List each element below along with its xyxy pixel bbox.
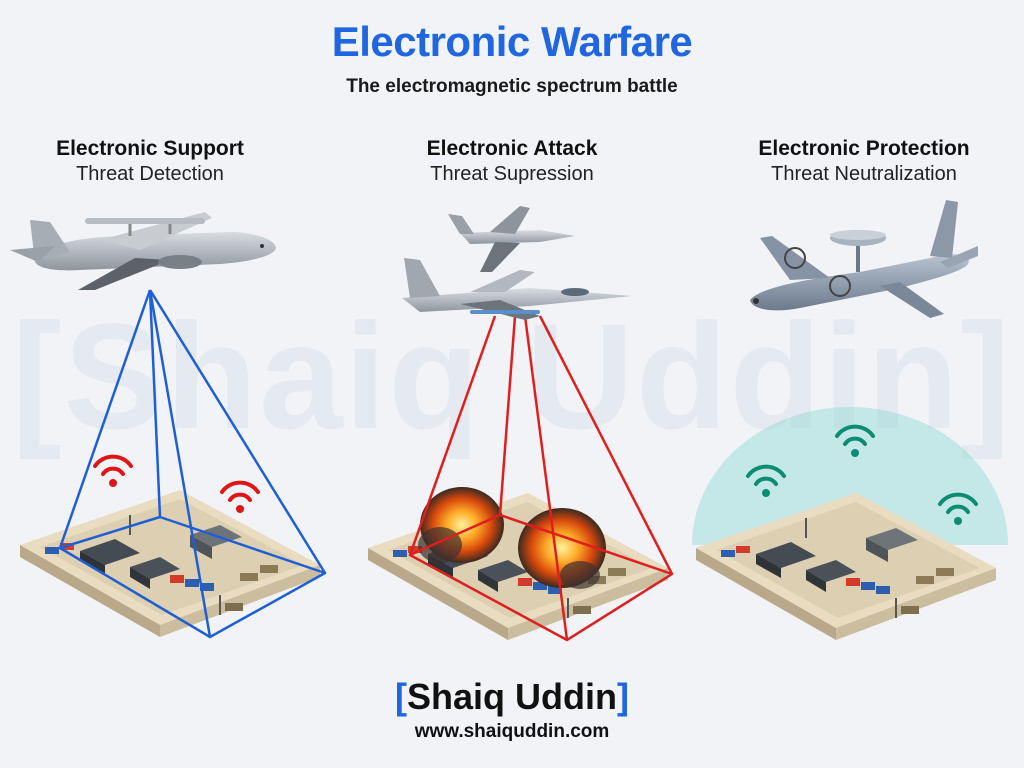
protection-signal-icon-2 — [746, 464, 786, 497]
column-support-header: Electronic Support Threat Detection — [0, 137, 300, 186]
column-protection-heading: Electronic Protection — [758, 137, 970, 160]
attack-aircraft-icon-2 — [402, 258, 632, 320]
protection-aircraft-icon — [750, 200, 978, 318]
brand-bracket-open: [ — [395, 676, 407, 717]
protection-signal-icon-1 — [835, 424, 875, 457]
support-aircraft-icon — [10, 212, 276, 290]
column-support-subheading: Threat Detection — [76, 163, 224, 185]
brand-name: [Shaiq Uddin] — [0, 676, 1024, 718]
brand-bracket-close: ] — [617, 676, 629, 717]
column-protection-header: Electronic Protection Threat Neutralizat… — [714, 137, 1014, 186]
column-protection-subheading: Threat Neutralization — [771, 163, 957, 185]
page-subtitle: The electromagnetic spectrum battle — [346, 76, 678, 97]
protection-shield-dome — [692, 407, 1008, 545]
column-support-heading: Electronic Support — [56, 137, 244, 160]
column-attack-subheading: Threat Supression — [430, 163, 594, 185]
website-link[interactable]: www.shaiquddin.com — [414, 721, 610, 742]
attack-jamming-beam — [408, 315, 674, 642]
page-title: Electronic Warfare — [331, 18, 693, 65]
brand-name-text: Shaiq Uddin — [407, 676, 617, 717]
column-attack-header: Electronic Attack Threat Supression — [362, 137, 662, 186]
attack-aircraft-icon-1 — [448, 206, 575, 272]
column-attack-heading: Electronic Attack — [426, 137, 598, 160]
support-threat-signal-icon-1 — [93, 454, 133, 487]
support-detection-beam — [58, 289, 327, 639]
attack-base — [367, 492, 669, 641]
support-threat-signal-icon-2 — [220, 480, 260, 513]
protection-signal-icon-3 — [938, 492, 978, 525]
support-base — [19, 489, 321, 638]
